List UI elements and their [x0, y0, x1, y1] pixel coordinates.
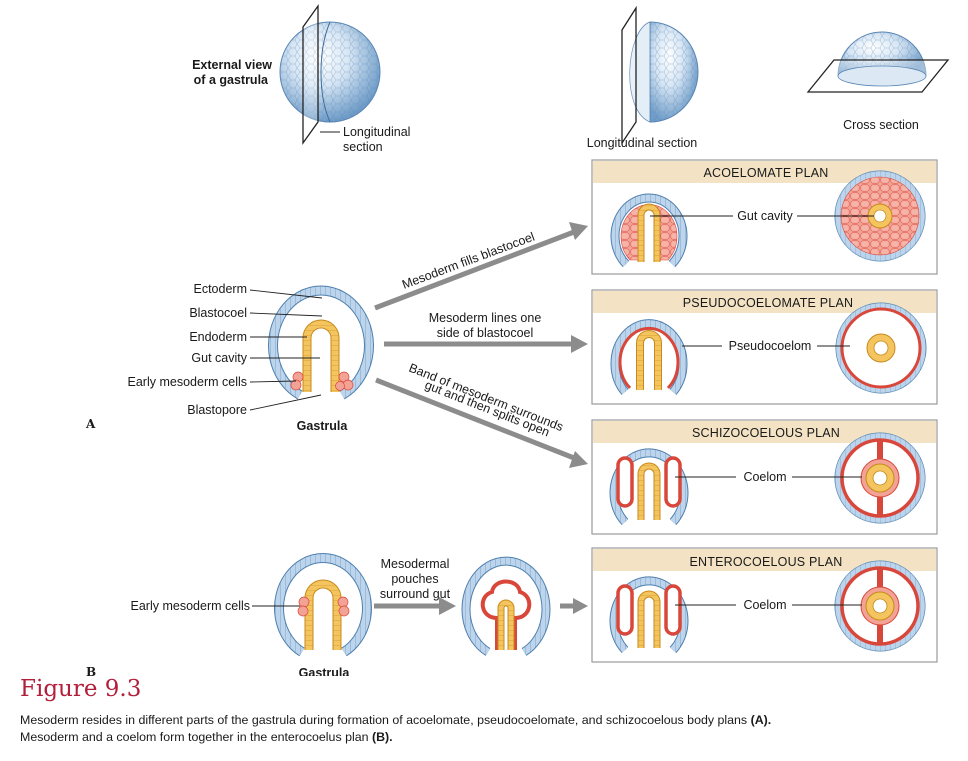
cross-section-sphere: [806, 31, 950, 93]
arrow-label-lines-2: side of blastocoel: [437, 326, 534, 340]
label-blastocoel: Blastocoel: [189, 306, 247, 320]
pouches-label-1: Mesodermal: [381, 557, 450, 571]
arrow-label-fills: Mesoderm fills blastocoel: [400, 230, 536, 292]
pouches-label-2: pouches: [391, 572, 438, 586]
longitudinal-label-2: section: [343, 140, 383, 154]
gastrula-b-caption: Gastrula: [299, 666, 351, 676]
body-plans-diagram: External view of a gastrula Longitudinal…: [85, 3, 950, 676]
arrow-b-enterocoelous: [560, 598, 588, 614]
external-view-title-1: External view: [192, 58, 272, 72]
arrow-b-pouches: [374, 597, 456, 615]
gastrula-a: [268, 285, 374, 400]
pouches-gastrula: [461, 556, 551, 656]
figure-caption: Mesoderm resides in different parts of t…: [20, 712, 950, 746]
schizocoelous-title: SCHIZOCOELOUS PLAN: [692, 426, 840, 440]
label-blastopore: Blastopore: [187, 403, 247, 417]
enterocoelous-label: Coelom: [743, 598, 786, 612]
enterocoelous-panel: ENTEROCOELOUS PLAN: [591, 547, 938, 663]
external-view-sphere: [279, 3, 381, 146]
arrow-to-schizocoelous: [375, 377, 588, 468]
arrow-to-acoelomate: [374, 222, 588, 311]
caption-line-1: Mesoderm resides in different parts of t…: [20, 713, 751, 727]
external-view-title-2: of a gastrula: [194, 73, 269, 87]
panel-letter-a: A: [85, 417, 96, 431]
pseudocoelomate-title: PSEUDOCOELOMATE PLAN: [683, 296, 853, 310]
pouches-label-3: surround gut: [380, 587, 451, 601]
figure-title: Figure 9.3: [20, 676, 142, 702]
label-endoderm: Endoderm: [189, 330, 247, 344]
acoelomate-label: Gut cavity: [737, 209, 793, 223]
schizocoelous-panel: SCHIZOCOELOUS PLAN: [591, 419, 938, 535]
longitudinal-section-label: Longitudinal section: [587, 136, 698, 150]
acoelomate-panel: ACOELOMATE PLAN: [591, 159, 938, 275]
label-ectoderm: Ectoderm: [194, 282, 248, 296]
caption-line-1-ref: (A).: [750, 713, 772, 727]
schizocoelous-label: Coelom: [743, 470, 786, 484]
arrow-label-lines-1: Mesoderm lines one: [429, 311, 542, 325]
row-b-early-mesoderm: Early mesoderm cells: [131, 599, 250, 613]
longitudinal-label-1: Longitudinal: [343, 125, 410, 139]
pseudocoelomate-panel: PSEUDOCOELOMATE PLAN: [591, 289, 938, 405]
pseudocoelomate-label: Pseudocoelom: [729, 339, 812, 353]
gastrula-b: [274, 553, 372, 657]
arrow-to-pseudocoelomate: [384, 335, 588, 353]
label-early-mesoderm: Early mesoderm cells: [128, 375, 247, 389]
label-gut-cavity: Gut cavity: [191, 351, 247, 365]
cross-section-label: Cross section: [843, 118, 919, 132]
panel-letter-b: B: [86, 665, 96, 676]
acoelomate-title: ACOELOMATE PLAN: [703, 166, 828, 180]
caption-line-2: Mesoderm and a coelom form together in t…: [20, 730, 372, 744]
enterocoelous-title: ENTEROCOELOUS PLAN: [690, 555, 843, 569]
longitudinal-section-sphere: [621, 5, 699, 146]
caption-line-2-ref: (B).: [371, 730, 393, 744]
gastrula-a-caption: Gastrula: [297, 419, 349, 433]
